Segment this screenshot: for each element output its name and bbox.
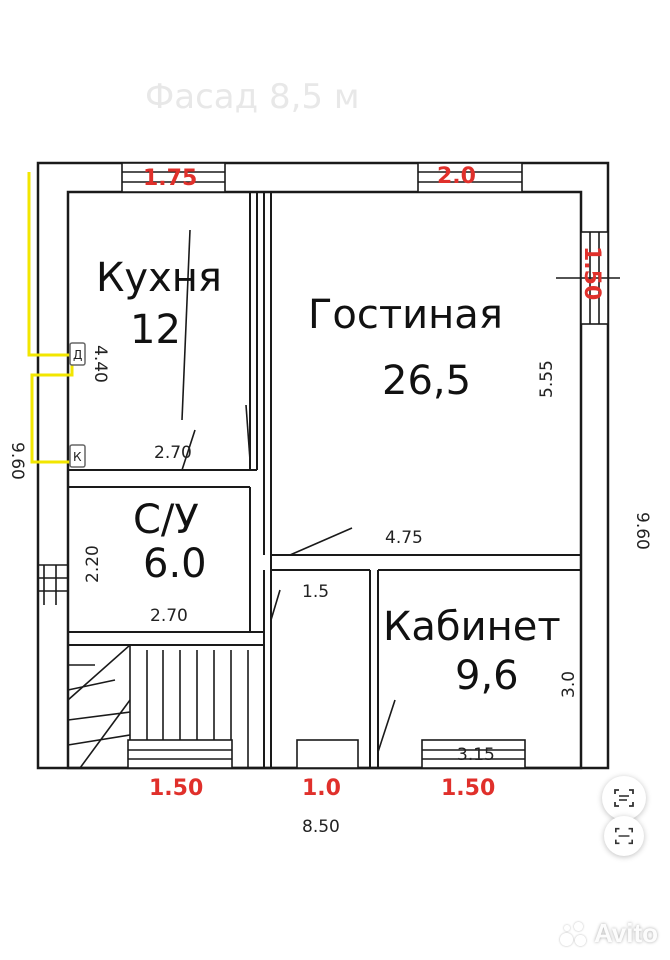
interior-walls [68,192,581,768]
marker-lower: К [73,450,82,464]
office-name: Кабинет [383,604,561,650]
watermark-text: Avito [594,918,659,948]
kitchen-width-label: 2.70 [154,443,192,463]
openings [38,162,620,769]
bathroom-name: С/У [133,497,199,543]
overall-height-left-label: 9.60 [7,442,27,480]
living-width-label: 4.75 [385,528,423,548]
living-height-label: 5.55 [537,360,557,398]
bottom-door-label: 1.0 [302,776,341,801]
marker-upper: Д [73,348,82,362]
yellow-pipe [27,172,74,464]
outer-walls [36,161,610,770]
bathroom-width-label: 2.70 [150,606,188,626]
kitchen-name: Кухня [96,255,222,301]
bathroom-area: 6.0 [143,541,207,587]
text-scan-icon [614,789,634,807]
living-name: Гостиная [308,292,503,338]
top-window-2-label: 2.0 [437,164,476,189]
office-width-label: 3.15 [457,745,495,765]
top-window-1-label: 1.75 [143,166,197,191]
bottom-window-1-label: 1.50 [149,776,203,801]
bathroom-height-label: 2.20 [83,545,103,583]
hall-width-label: 1.5 [302,582,329,602]
right-window-label: 1.50 [579,246,604,300]
avito-watermark: Avito [560,918,658,949]
scan-frame-icon [615,827,633,845]
living-area: 26,5 [382,358,471,404]
bottom-window-2-label: 1.50 [441,776,495,801]
office-area: 9,6 [455,653,519,699]
facade-note: Фасад 8,5 м [145,77,359,117]
office-height-label: 3.0 [559,671,579,698]
kitchen-area: 12 [130,307,181,353]
lens-button[interactable] [602,776,646,820]
kitchen-height-label: 4.40 [90,345,110,383]
door-swings [181,229,396,753]
overall-height-right-label: 9.60 [632,512,652,550]
overall-width-label: 8.50 [302,817,340,837]
scan-button[interactable] [604,816,644,856]
avito-logo-icon [560,921,590,947]
markers [69,342,86,468]
